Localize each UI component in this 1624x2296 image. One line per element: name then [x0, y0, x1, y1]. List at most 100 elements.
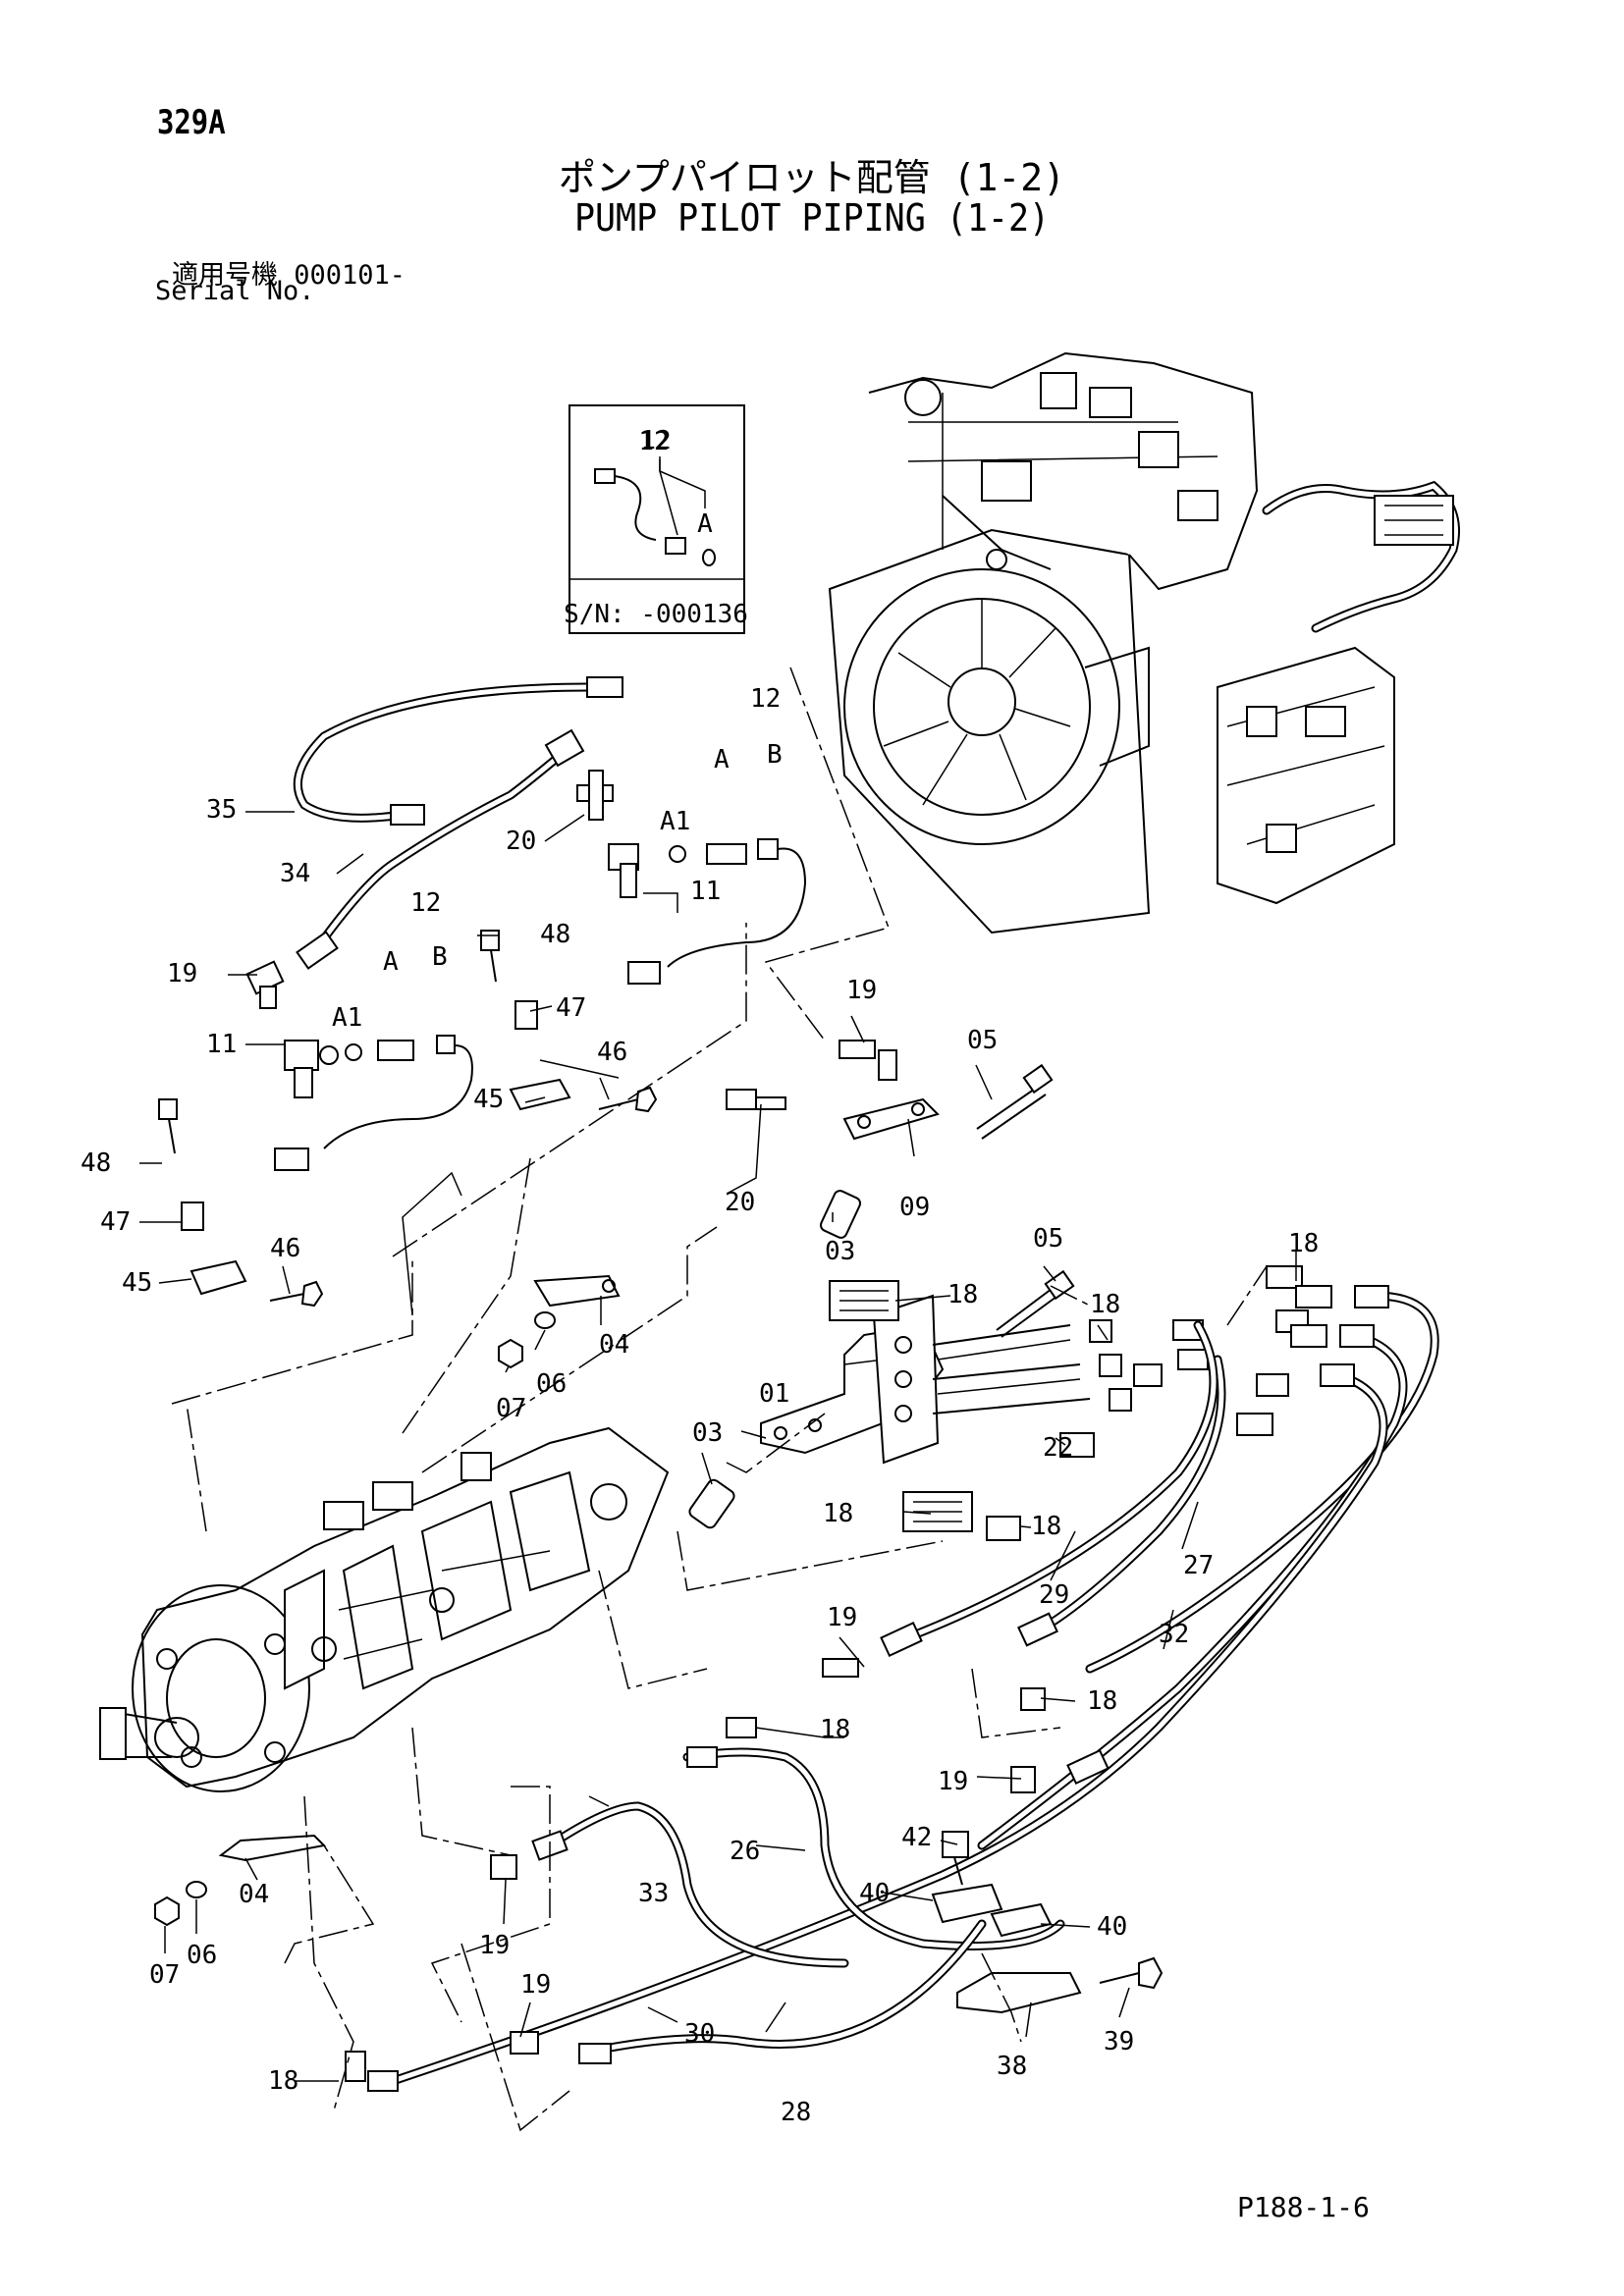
callout-06: 06 [536, 1369, 567, 1399]
nut-icon [154, 1896, 180, 1927]
nut-icon [498, 1338, 523, 1369]
main-pump-icon [99, 1426, 670, 1792]
bolt-icon [976, 1084, 1047, 1140]
bracket-icon [842, 1097, 940, 1141]
bracket-icon [218, 1834, 327, 1862]
adapter-cluster-icon [829, 1280, 1095, 1541]
mounting-bracket-icon [956, 1972, 1082, 2014]
inset-part-label: 12 [640, 426, 671, 455]
callout-18: 18 [268, 2066, 298, 2096]
callout-12: 12 [638, 427, 669, 456]
page-title-english: PUMP PILOT PIPING (1-2) [573, 196, 1051, 240]
elbow-fitting-icon [1010, 1766, 1036, 1793]
callout-07: 07 [149, 1960, 180, 1990]
callout-47: 47 [556, 993, 586, 1023]
pressure-sensor-icon [377, 1040, 414, 1061]
bracket-icon [533, 1274, 621, 1308]
elbow-fitting-icon [490, 1854, 517, 1880]
adapter-icon [726, 1717, 757, 1738]
callout-18: 18 [1288, 1229, 1319, 1258]
inset-box: 12 A S/N: -000136 [564, 404, 748, 634]
callout-labels: 12 35 34 20 11 12 A B A1 19 11 12 A B A1… [81, 427, 1319, 2127]
callout-18: 18 [1031, 1512, 1061, 1541]
engine-pump-assembly-icon [828, 351, 1460, 934]
callout-45: 45 [122, 1268, 152, 1298]
callout-a1: A1 [332, 1003, 362, 1033]
callout-11: 11 [690, 877, 721, 906]
callout-42: 42 [901, 1823, 932, 1852]
callout-19: 19 [167, 959, 197, 988]
callout-05: 05 [1033, 1224, 1063, 1254]
callout-19: 19 [520, 1970, 551, 2000]
callout-b: B [432, 942, 448, 972]
callout-22: 22 [1043, 1433, 1073, 1463]
callout-18: 18 [1087, 1686, 1117, 1716]
sleeve-icon [819, 1190, 862, 1239]
callout-38: 38 [997, 2052, 1027, 2081]
clip-icon [181, 1201, 204, 1231]
elbow-fitting-icon [510, 2031, 539, 2055]
bolt-icon [598, 1098, 639, 1110]
serial-label-english: Serial No. [155, 276, 315, 306]
bracket-icon [189, 1259, 247, 1296]
callout-48: 48 [81, 1148, 111, 1178]
callout-18: 18 [947, 1280, 978, 1309]
inset-serial-note: S/N: -000136 [564, 600, 748, 629]
pilot-block-bracket-icon [760, 1294, 1091, 1465]
bolt-icon [1099, 1972, 1140, 1984]
bolt-icon [269, 1293, 305, 1302]
sensor-connector-icon [594, 468, 616, 484]
callout-45: 45 [473, 1085, 504, 1114]
callout-18: 18 [820, 1715, 850, 1744]
bolt-icon [158, 1098, 178, 1120]
callout-19: 19 [827, 1603, 857, 1632]
callout-04: 04 [239, 1880, 269, 1909]
callout-05: 05 [967, 1026, 998, 1055]
callout-11: 11 [206, 1030, 237, 1059]
page-title-japanese: ポンプパイロット配管 (1-2) [558, 156, 1066, 199]
callout-03: 03 [825, 1237, 855, 1266]
callout-a: A [383, 947, 399, 977]
callout-40: 40 [1097, 1912, 1127, 1942]
callout-06: 06 [187, 1941, 217, 1970]
pressure-sensor-icon [665, 537, 686, 555]
callout-46: 46 [597, 1038, 627, 1067]
sensor-connector-icon [627, 961, 661, 985]
callout-19: 19 [479, 1931, 510, 1960]
reference-lines [171, 667, 1268, 2132]
callout-04: 04 [599, 1330, 629, 1360]
inset-letter-label: A [697, 509, 713, 539]
bolt-icon [996, 1285, 1061, 1338]
callout-07: 07 [496, 1394, 526, 1423]
serial-label-japanese: 適用号機 000101- [172, 260, 406, 291]
callout-33: 33 [638, 1879, 669, 1908]
hose-34-35 [293, 676, 623, 970]
washer-icon [186, 1881, 207, 1898]
callout-19: 19 [938, 1767, 968, 1796]
callout-12: 12 [410, 888, 441, 918]
callout-29: 29 [1039, 1580, 1069, 1610]
callout-18: 18 [823, 1499, 853, 1528]
adapter-icon [345, 2051, 366, 2082]
callout-47: 47 [100, 1207, 131, 1237]
callout-28: 28 [781, 2098, 811, 2127]
adapter-icon [1020, 1687, 1046, 1711]
callout-40: 40 [859, 1879, 890, 1908]
callout-35: 35 [206, 795, 237, 825]
bolt-icon [480, 930, 500, 951]
callout-48: 48 [540, 920, 570, 949]
callout-20: 20 [725, 1188, 755, 1217]
pilot-hoses-lower [367, 1746, 1065, 2092]
callout-20: 20 [506, 827, 536, 856]
callout-a: A [714, 745, 730, 774]
sleeve-icon [688, 1478, 735, 1529]
bracket-icon [509, 1078, 571, 1111]
callout-27: 27 [1183, 1551, 1214, 1580]
callout-26: 26 [730, 1837, 760, 1866]
callout-32: 32 [1159, 1620, 1189, 1649]
callout-18: 18 [1090, 1290, 1120, 1319]
leader-lines [139, 459, 1297, 2082]
elbow-fitting-icon [822, 1658, 859, 1678]
clip-icon [514, 1000, 538, 1030]
